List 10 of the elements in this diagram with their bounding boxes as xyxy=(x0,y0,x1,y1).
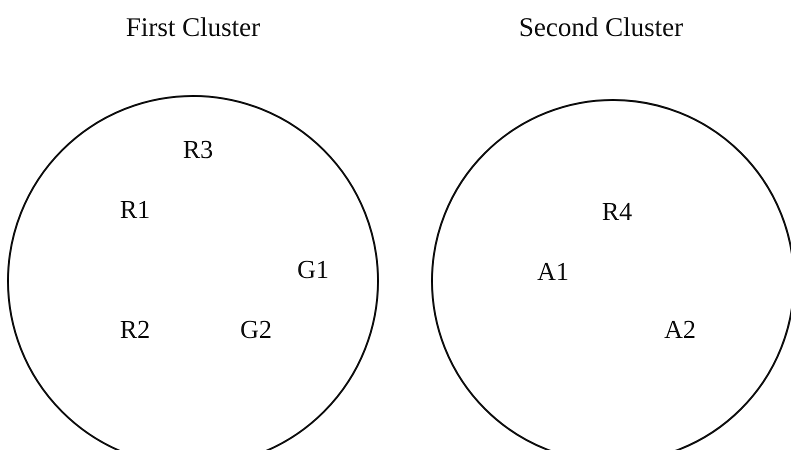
member-label: R4 xyxy=(602,197,632,227)
member-label: R3 xyxy=(182,135,214,165)
cluster-title: Second Cluster xyxy=(518,12,684,43)
member-label: G2 xyxy=(240,315,272,345)
member-label: A2 xyxy=(664,315,696,345)
member-label: G1 xyxy=(297,255,329,285)
cluster-title: First Cluster xyxy=(126,12,260,43)
member-label: R1 xyxy=(120,195,150,225)
member-label: A1 xyxy=(537,257,569,287)
member-label: R2 xyxy=(120,315,150,345)
